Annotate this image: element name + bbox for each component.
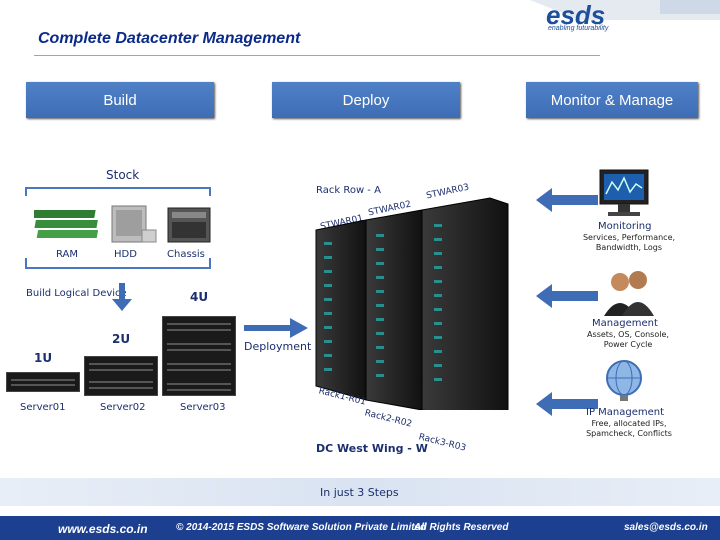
footer-website-link[interactable]: www.esds.co.in [58,522,148,536]
monitoring-title: Monitoring [598,221,652,232]
footer-copyright: © 2014-2015 ESDS Software Solution Priva… [176,522,427,533]
deployment-arrow-icon [244,318,308,338]
stock-bracket [25,187,211,269]
server02-2u-icon [84,356,158,396]
size-2u: 2U [112,332,131,346]
globe-icon [606,360,642,401]
deploy-stage-button[interactable]: Deploy [272,82,460,118]
hdd-icon [111,205,157,243]
title-divider [34,55,600,56]
management-desc: Assets, OS, Console, Power Cycle [587,330,669,349]
logo: esds [546,0,606,30]
logo-swoosh-icon [530,0,720,20]
dc-wing-label: DC West Wing - W [316,442,428,455]
ram-label: RAM [56,249,79,260]
ip-management-arrow-icon [536,392,598,416]
footer-rights: All Rights Reserved [414,522,509,533]
monitoring-desc: Services, Performance, Bandwidth, Logs [582,233,676,252]
monitoring-arrow-icon [536,188,598,212]
server02-label: Server02 [100,402,146,413]
users-icon [604,271,654,316]
chassis-icon [167,207,211,243]
server01-1u-icon [6,372,80,392]
ip-management-title: IP Management [586,407,665,418]
monitor-stage-button[interactable]: Monitor & Manage [526,82,698,118]
logo-tagline: enabling futurability [548,25,609,32]
server03-label: Server03 [180,402,226,413]
monitor-icon [599,169,649,216]
tagline: In just 3 Steps [320,486,399,499]
rack-row-label: Rack Row - A [316,185,381,196]
chassis-label: Chassis [167,249,205,260]
management-title: Management [592,318,658,329]
build-stage-button[interactable]: Build [26,82,214,118]
footer-email-link[interactable]: sales@esds.co.in [624,522,708,533]
server-racks-icon [315,197,509,410]
deployment-label: Deployment [244,340,312,353]
size-1u: 1U [34,351,53,365]
hdd-label: HDD [114,249,137,260]
size-4u: 4U [190,290,209,304]
ip-management-desc: Free, allocated IPs, Spamcheck, Conflict… [586,419,672,438]
logo-bar: esds enabling futurability [520,0,720,40]
server01-label: Server01 [20,402,66,413]
rack2-label: Rack2-R02 [363,408,413,430]
build-logical-label: Build Logical Device [26,288,127,299]
server03-4u-icon [162,316,236,396]
management-arrow-icon [536,284,598,308]
page-title: Complete Datacenter Management [38,30,301,47]
ram-icon [34,210,99,238]
down-arrow-icon [112,283,132,311]
stock-label: Stock [106,168,140,182]
tagline-band [0,478,720,506]
footer: www.esds.co.in © 2014-2015 ESDS Software… [0,516,720,540]
